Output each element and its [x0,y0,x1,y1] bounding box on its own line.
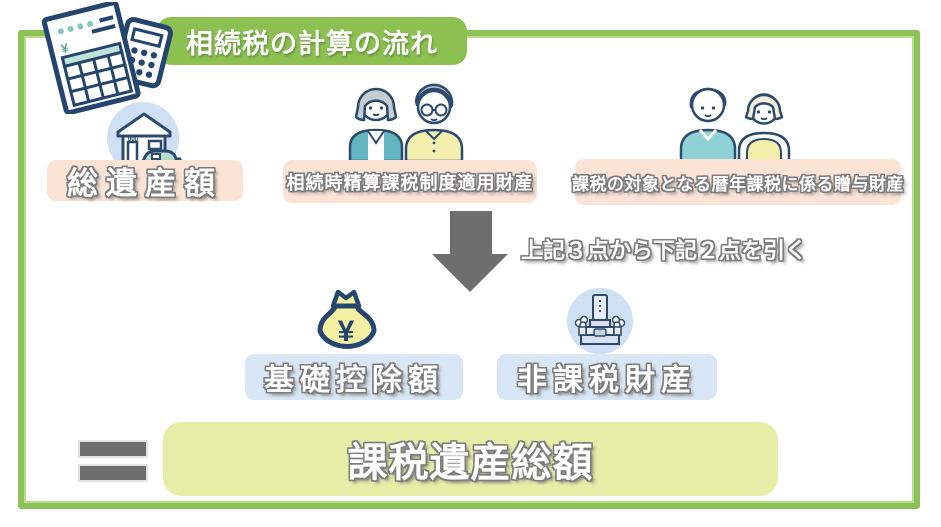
result-box-taxable-estate-total: 課税遺産総額 [163,422,778,496]
down-arrow-icon [432,211,508,292]
result-taxable-estate-total-text: 課税遺産総額 [347,441,594,485]
label-settlement-taxation-property: 相続時精算課税制度適用財産 [283,160,537,203]
gravestone-icon [574,294,626,345]
label-basic-deduction-text: 基礎控除額 [264,364,444,397]
operation-note: 上記３点から下記２点を引く [521,233,807,265]
equals-bar-bottom [78,464,148,482]
label-basic-deduction: 基礎控除額 [245,354,463,400]
svg-text:¥: ¥ [338,315,355,348]
label-nontaxable-property-text: 非課税財産 [517,364,697,397]
label-total-estate-text: 総遺産額 [67,166,223,201]
label-total-estate: 総遺産額 [47,160,243,201]
label-nontaxable-property: 非課税財産 [497,354,717,400]
svg-text:¥: ¥ [59,40,70,56]
documents-calculator-icon: ¥ [41,2,173,114]
svg-text:000: 000 [128,137,139,143]
equals-icon [78,440,148,488]
operation-note-text: 上記３点から下記２点を引く [521,238,808,263]
label-calendar-year-gift-property: 課税の対象となる暦年課税に係る贈与財産 [572,159,904,205]
diagram-frame [18,30,920,509]
page-title: 相続税の計算の流れ [186,28,438,59]
page-title-banner: 相続税の計算の流れ [157,17,467,65]
label-settlement-taxation-text: 相続時精算課税制度適用財産 [286,172,534,193]
label-calendar-year-gift-text: 課税の対象となる暦年課税に係る贈与財産 [572,174,904,194]
elderly-couple-icon [348,83,464,161]
young-couple-icon [679,87,791,161]
money-bag-icon: ¥ [317,289,377,349]
equals-bar-top [78,440,148,458]
